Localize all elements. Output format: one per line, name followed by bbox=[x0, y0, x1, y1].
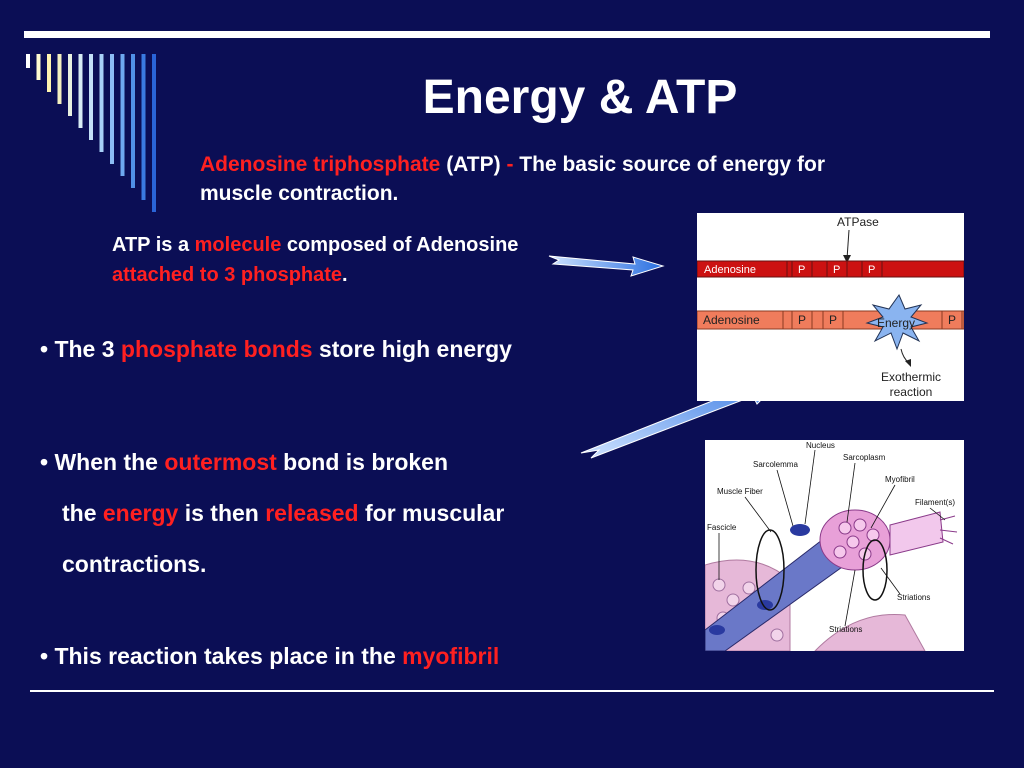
bullet-text: This reaction takes place in the bbox=[54, 643, 403, 669]
nucleus bbox=[790, 524, 810, 536]
bullet-text: bond is broken bbox=[276, 449, 449, 475]
label-sarcoplasm: Sarcoplasm bbox=[843, 453, 886, 462]
bullet-highlight: energy bbox=[102, 500, 179, 526]
exothermic-label: Exothermic bbox=[881, 370, 941, 384]
label-filaments: Filament(s) bbox=[915, 498, 955, 507]
free-phosphate bbox=[941, 310, 963, 330]
bottom-phosphate-1-label: P bbox=[798, 313, 806, 327]
label-fascicle: Fascicle bbox=[707, 523, 737, 532]
arrow-to-atp-diagram bbox=[548, 255, 665, 277]
bottom-phosphate-1 bbox=[791, 310, 813, 330]
reaction-label: reaction bbox=[890, 385, 933, 399]
label-muscle-fiber: Muscle Fiber bbox=[717, 487, 763, 496]
top-phosphate-3 bbox=[861, 260, 883, 278]
bullet-highlight: released bbox=[265, 500, 359, 526]
bullet-highlight: phosphate bonds bbox=[120, 336, 313, 362]
bottom-adenosine-label: Adenosine bbox=[703, 313, 760, 327]
bullet-line-3: contractions. bbox=[40, 539, 504, 590]
bullet-highlight: outermost bbox=[164, 449, 277, 475]
bullet-marker: • bbox=[40, 336, 55, 362]
label-striations-1: Striations bbox=[897, 593, 930, 602]
stripe bbox=[99, 54, 104, 152]
reaction-arrowhead bbox=[905, 359, 911, 367]
atpase-pointer bbox=[846, 229, 850, 260]
bullet-phosphate-bonds: • The 3 phosphate bonds store high energ… bbox=[40, 336, 512, 363]
stripe bbox=[57, 54, 62, 104]
top-adenosine bbox=[696, 260, 788, 278]
bullet-text: store high energy bbox=[312, 336, 512, 362]
atpase-label: ATPase bbox=[837, 215, 879, 229]
stripe bbox=[36, 54, 41, 80]
label-leader-lines bbox=[718, 449, 946, 627]
atp-definition: Adenosine triphosphate (ATP) - The basic… bbox=[200, 150, 840, 208]
atp-diagram: ATPase Adenosine P P P Adenosine P P Ene… bbox=[696, 213, 965, 401]
phosphate-highlight: attached to 3 phosphate bbox=[112, 264, 343, 286]
filament-strands bbox=[939, 515, 958, 545]
label-myofibril: Myofibril bbox=[885, 475, 915, 484]
stripe bbox=[131, 54, 135, 188]
atp-diagram-graphic: ATPase Adenosine P P P Adenosine P P Ene… bbox=[696, 215, 965, 399]
bullet-highlight: myofibril bbox=[402, 643, 500, 669]
stripe bbox=[78, 54, 83, 128]
bullet-bond-broken: • When the outermost bond is broken the … bbox=[40, 437, 504, 590]
muscle-anatomy-diagram: Nucleus Sarcolemma Sarcoplasm Muscle Fib… bbox=[704, 440, 964, 652]
stripe bbox=[47, 54, 51, 92]
top-phosphate-3-label: P bbox=[868, 264, 875, 276]
bullet-text: The 3 bbox=[54, 336, 121, 362]
top-phosphate-2-label: P bbox=[833, 264, 840, 276]
label-sarcolemma: Sarcolemma bbox=[753, 460, 798, 469]
muscle-anatomy-graphic: Nucleus Sarcolemma Sarcoplasm Muscle Fib… bbox=[704, 441, 958, 652]
bullet-text: for muscular bbox=[358, 500, 505, 526]
filaments bbox=[889, 511, 944, 556]
top-phosphate-2 bbox=[826, 260, 848, 278]
definition-term: Adenosine triphosphate bbox=[200, 153, 441, 176]
stripe bbox=[89, 54, 93, 140]
bullet-line-2: the energy is then released for muscular bbox=[40, 488, 504, 539]
bullet-text: the bbox=[62, 500, 103, 526]
top-phosphate-1 bbox=[791, 260, 813, 278]
molecule-note-end: . bbox=[342, 264, 348, 286]
bullet-text: When the bbox=[54, 449, 165, 475]
nucleus-3 bbox=[709, 625, 725, 635]
label-striations-2: Striations bbox=[829, 625, 862, 634]
bottom-phosphate-2-label: P bbox=[829, 313, 837, 327]
label-nucleus: Nucleus bbox=[806, 441, 835, 450]
bullet-marker: • bbox=[40, 449, 55, 475]
free-phosphate-label: P bbox=[948, 313, 956, 327]
molecule-note: ATP is a molecule composed of Adenosine … bbox=[112, 230, 562, 290]
stripe bbox=[152, 54, 156, 212]
bullet-marker: • bbox=[40, 643, 55, 669]
top-rule bbox=[24, 31, 990, 38]
molecule-note-text: composed of Adenosine bbox=[281, 234, 519, 256]
energy-burst bbox=[865, 293, 929, 351]
energy-label: Energy bbox=[877, 316, 915, 330]
atpase-arrowhead bbox=[843, 255, 851, 263]
stripe bbox=[68, 54, 72, 116]
stripe bbox=[110, 54, 114, 164]
molecule-highlight: molecule bbox=[194, 234, 282, 256]
bullet-myofibril: • This reaction takes place in the myofi… bbox=[40, 643, 499, 670]
stripe bbox=[26, 54, 30, 68]
decorative-stripes bbox=[26, 54, 156, 212]
definition-text: The basic source of energy for muscle co… bbox=[200, 153, 826, 205]
page-title: Energy & ATP bbox=[422, 71, 738, 124]
molecule-note-text: ATP is a bbox=[112, 234, 195, 256]
bottom-rule bbox=[30, 690, 994, 692]
definition-abbr: (ATP) bbox=[440, 153, 507, 176]
bottom-phosphate-2 bbox=[822, 310, 844, 330]
definition-dash: - bbox=[506, 153, 520, 176]
lower-fascicle bbox=[813, 613, 926, 652]
bullet-text: contractions. bbox=[62, 551, 207, 577]
top-adenosine-label: Adenosine bbox=[704, 264, 756, 276]
bullet-line-1: • When the outermost bond is broken bbox=[40, 437, 504, 488]
bottom-adenosine bbox=[696, 310, 784, 330]
striation-ring bbox=[862, 539, 888, 601]
bullet-text: is then bbox=[178, 500, 266, 526]
top-phosphate-1-label: P bbox=[798, 264, 805, 276]
stripe bbox=[120, 54, 125, 176]
stripe bbox=[141, 54, 146, 200]
